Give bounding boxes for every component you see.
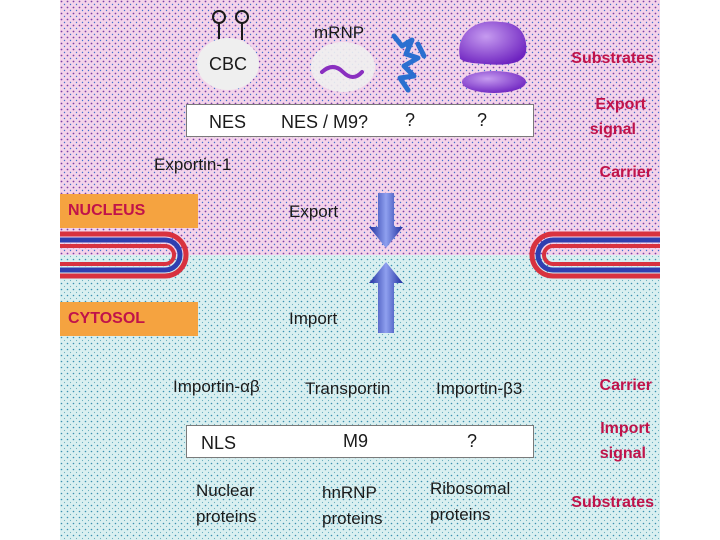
substrate-hnrnp-proteins-line1: hnRNP [322, 484, 377, 501]
mrnp-complex [311, 42, 375, 92]
side-label-carrier-bottom: Carrier [570, 378, 652, 394]
substrate-ribosomal-proteins-line1: Ribosomal [430, 480, 510, 497]
substrate-hnrnp-proteins-line2: proteins [322, 510, 382, 527]
cbc-complex: CBC [197, 38, 259, 90]
export-signal-nes-m9: NES / M9? [281, 113, 368, 131]
cytosol-label: CYTOSOL [60, 302, 198, 336]
side-label-substrates-top: Substrates [550, 51, 654, 67]
side-label-carrier-top: Carrier [570, 165, 652, 181]
ribosome-small-subunit-icon [462, 71, 526, 93]
side-label-export-signal-line1: Export [570, 97, 646, 113]
import-signal-box: NLS M9 ? [186, 425, 534, 458]
export-direction-label: Export [289, 203, 338, 220]
carrier-exportin-1: Exportin-1 [154, 156, 231, 173]
substrate-nuclear-proteins-line1: Nuclear [196, 482, 255, 499]
import-direction-label: Import [289, 310, 337, 327]
export-signal-box: NES NES / M9? ? ? [186, 104, 534, 137]
side-label-import-signal-line1: Import [570, 421, 650, 437]
nucleus-label: NUCLEUS [60, 194, 198, 228]
export-signal-unknown-2: ? [477, 111, 487, 129]
cbc-label: CBC [209, 54, 247, 75]
substrate-ribosomal-proteins-line2: proteins [430, 506, 490, 523]
export-signal-unknown-1: ? [405, 111, 415, 129]
export-signal-nes: NES [209, 113, 246, 131]
side-label-import-signal-line2: signal [570, 446, 646, 462]
carrier-importin-alpha-beta: Importin-αβ [173, 378, 260, 395]
carrier-transportin: Transportin [305, 380, 390, 397]
import-signal-m9: M9 [343, 432, 368, 450]
side-label-export-signal-line2: signal [570, 122, 636, 138]
import-signal-nls: NLS [201, 434, 236, 452]
side-label-substrates-bottom: Substrates [550, 495, 654, 511]
carrier-importin-beta3: Importin-β3 [436, 380, 522, 397]
mrnp-label: mRNP [314, 24, 364, 41]
import-signal-unknown: ? [467, 432, 477, 450]
substrate-nuclear-proteins-line2: proteins [196, 508, 256, 525]
